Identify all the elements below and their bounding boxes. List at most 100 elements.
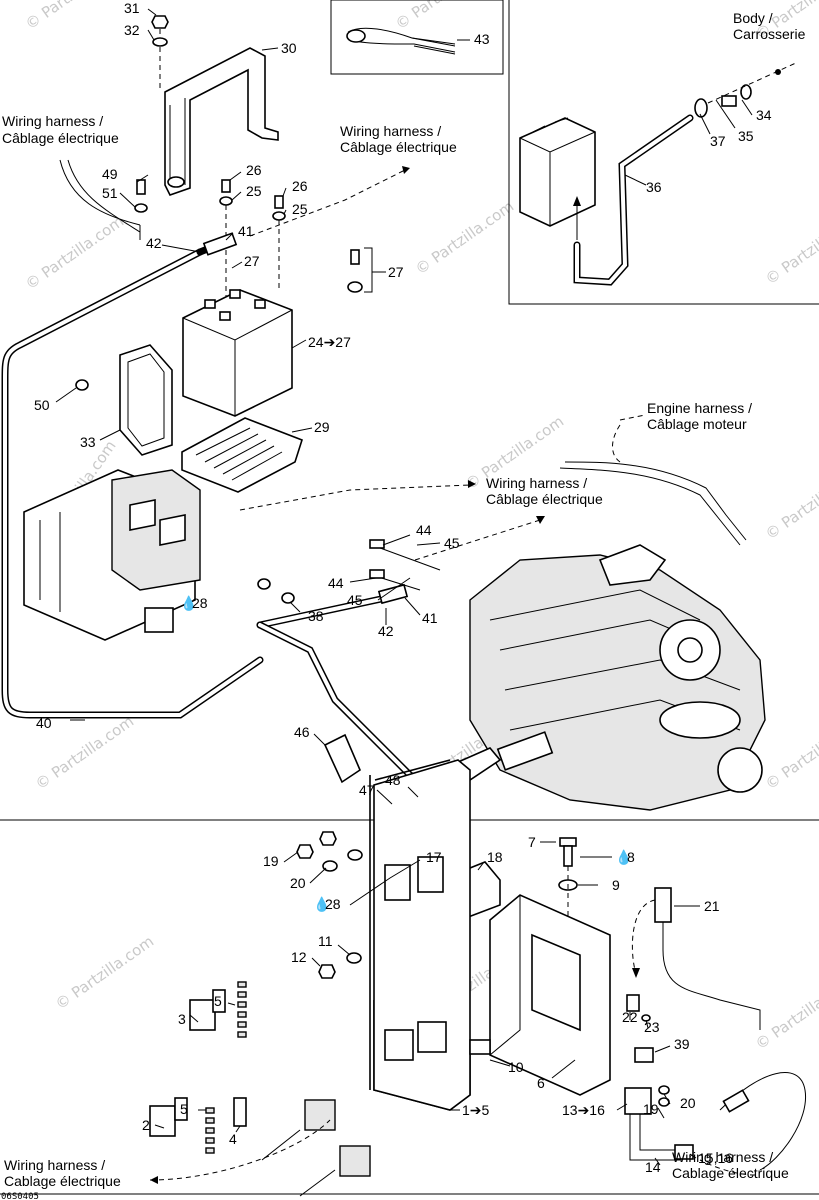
- callout-35: 35: [738, 128, 754, 144]
- engine-assembly: [469, 544, 766, 811]
- callout-3: 3: [178, 1011, 186, 1027]
- engine-harness-note: Câblage moteur: [647, 416, 747, 432]
- callout-10: 10: [508, 1059, 524, 1075]
- callout-46: 46: [294, 724, 310, 740]
- callout-38: 38: [308, 608, 324, 624]
- harness-left-wires: [59, 159, 141, 240]
- callout-7: 7: [528, 834, 536, 850]
- callout-30: 30: [281, 40, 297, 56]
- crimp-tool-part: [346, 27, 470, 55]
- callout-28: 28: [325, 896, 341, 912]
- callout-20: 20: [680, 1095, 696, 1111]
- terminals: [205, 981, 247, 1154]
- watermark: © Partzilla.com: [762, 462, 819, 543]
- starter-cable: [239, 480, 545, 794]
- callout-27: 27: [388, 264, 404, 280]
- notes: Wiring harness / Câblage électrique Wiri…: [2, 10, 806, 1189]
- callout-14: 14: [645, 1159, 661, 1175]
- leader-lines: [55, 8, 753, 1166]
- watermark: © Partzilla.com: [22, 0, 127, 33]
- callout-11: 11: [318, 933, 333, 949]
- callout-37: 37: [710, 133, 726, 149]
- callout-4: 4: [229, 1131, 237, 1147]
- callout-18: 18: [487, 849, 503, 865]
- callout-48: 48: [385, 772, 401, 788]
- battery-pad-part: [119, 344, 173, 456]
- callout-22: 22: [622, 1009, 638, 1025]
- watermark: © Partzilla.com: [22, 212, 127, 293]
- drawing-code: 06S0405: [1, 1192, 39, 1200]
- harness-note-bottom-right: Wiring harness /: [672, 1149, 773, 1165]
- callout-12: 12: [291, 949, 307, 965]
- watermark: © Partzilla.com: [762, 207, 819, 288]
- callout-44: 44: [328, 575, 344, 591]
- callout-6: 6: [537, 1075, 545, 1091]
- callout-34: 34: [756, 107, 772, 123]
- callout-17: 17: [426, 849, 442, 865]
- ecu-module-upper: [23, 469, 201, 641]
- battery-cable-inset-frame: [508, 0, 819, 305]
- main-cable-40: [1, 248, 264, 719]
- callout-45: 45: [347, 592, 363, 608]
- lower-parts: [149, 759, 807, 1197]
- callout-39: 39: [674, 1036, 690, 1052]
- harness-note-left: Wiring harness /: [2, 113, 103, 129]
- callout-50: 50: [34, 397, 50, 413]
- battery-tray-part: [181, 417, 303, 493]
- callout-47: 47: [359, 782, 375, 798]
- lubricant-icon: 💧: [180, 595, 197, 612]
- callout-41: 41: [238, 223, 254, 239]
- callout-42: 42: [146, 235, 162, 251]
- engine-harness: [559, 414, 747, 546]
- callout-5: 5: [180, 1101, 188, 1117]
- harness-note-mid: Wiring harness /: [486, 475, 587, 491]
- callout-27: 27: [244, 253, 260, 269]
- callout-8: 8: [627, 849, 635, 865]
- battery-cable-inset: [519, 61, 799, 286]
- battery-part: [182, 289, 293, 417]
- callout-32: 32: [124, 22, 140, 38]
- watermark: © Partzilla.com: [52, 932, 157, 1013]
- harness-note-left: Câblage électrique: [2, 130, 119, 146]
- callout-51: 51: [102, 185, 118, 201]
- callout-44: 44: [416, 522, 432, 538]
- watermark: © Partzilla.com: [762, 712, 819, 793]
- callout-13-16: 13➔16: [562, 1102, 605, 1118]
- watermark: © Partzilla.com: [752, 972, 819, 1053]
- callout-28: 28: [192, 595, 208, 611]
- body-note: Carrosserie: [733, 26, 806, 42]
- battery-fasteners: [75, 179, 363, 391]
- callout-36: 36: [646, 179, 662, 195]
- callout-26: 26: [246, 162, 262, 178]
- callout-9: 9: [612, 877, 620, 893]
- callout-labels: 31 32 30 43 49 51 26 25 26 25 41 42 27 2…: [34, 0, 772, 1175]
- callout-43: 43: [474, 31, 490, 47]
- engine-harness-note: Engine harness /: [647, 400, 752, 416]
- callout-15-16: 15,16: [698, 1150, 733, 1166]
- callout-20: 20: [290, 875, 306, 891]
- callout-25: 25: [246, 183, 262, 199]
- tool-inset-frame: [330, 0, 504, 75]
- battery-bracket-part: [151, 15, 279, 196]
- callout-40: 40: [36, 715, 52, 731]
- lubricant-icon: 💧: [615, 849, 632, 866]
- harness-note-bottom-right: Cablage électrique: [672, 1165, 789, 1181]
- lubricant-icon: 💧: [313, 896, 330, 913]
- callout-24-27: 24➔27: [308, 334, 351, 350]
- harness-note-bottom-left: Cablage électrique: [4, 1173, 121, 1189]
- harness-note-top: Wiring harness /: [340, 123, 441, 139]
- watermark: © Partzilla.com: [412, 197, 517, 278]
- callout-29: 29: [314, 419, 330, 435]
- callout-19: 19: [263, 853, 279, 869]
- callout-33: 33: [80, 434, 96, 450]
- harness-note-mid: Câblage électrique: [486, 491, 603, 507]
- harness-note-bottom-left: Wiring harness /: [4, 1157, 105, 1173]
- callout-19: 19: [643, 1101, 659, 1117]
- callout-26: 26: [292, 178, 308, 194]
- callout-25: 25: [292, 201, 308, 217]
- callout-41: 41: [422, 610, 438, 626]
- callout-49: 49: [102, 166, 118, 182]
- callout-23: 23: [644, 1019, 660, 1035]
- callout-5: 5: [214, 993, 222, 1009]
- callout-1-5: 1➔5: [462, 1102, 490, 1118]
